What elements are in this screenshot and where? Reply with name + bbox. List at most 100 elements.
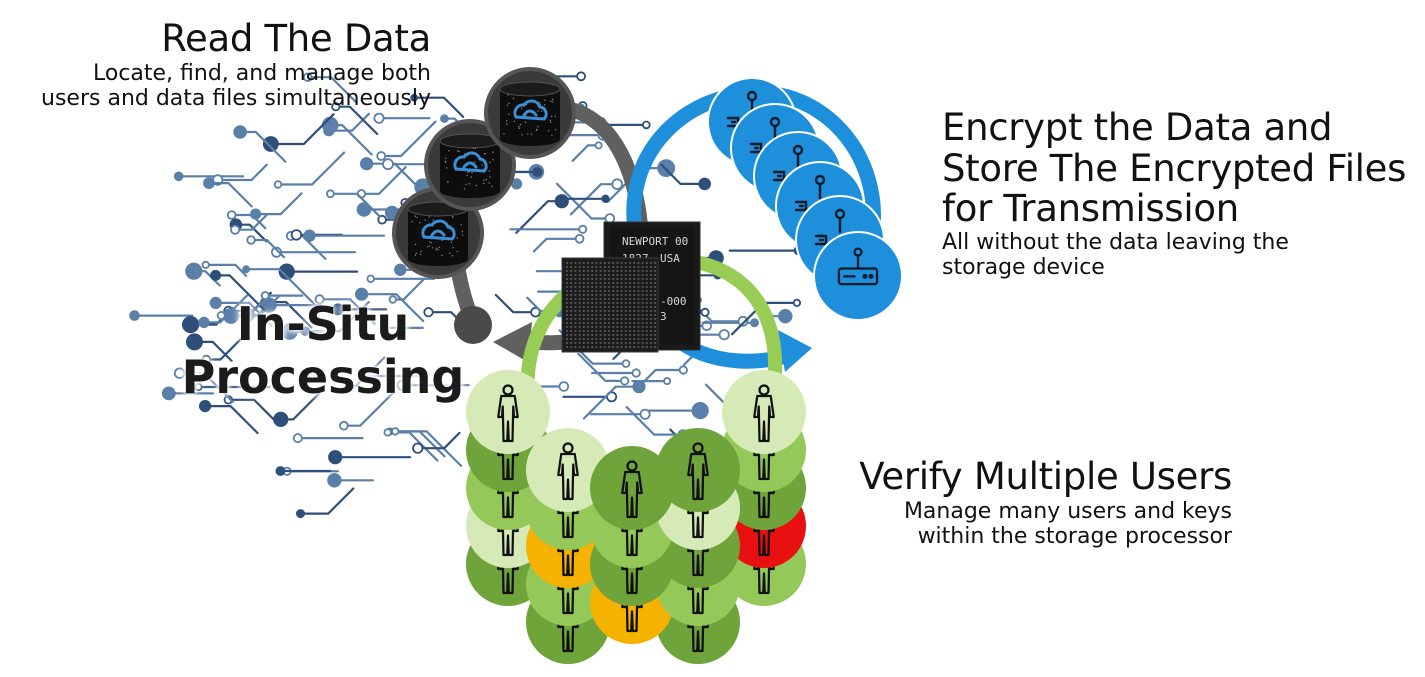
in-situ-processing-label: In-Situ Processing xyxy=(178,298,468,404)
circuit-node xyxy=(339,420,349,431)
circuit-node xyxy=(262,136,279,152)
circuit-trace xyxy=(299,487,355,515)
circuit-node xyxy=(678,365,688,375)
circuit-trace xyxy=(582,385,641,420)
person-icon xyxy=(590,446,674,530)
circuit-node xyxy=(323,124,335,137)
read-data-label: Read The Data Locate, find, and manage b… xyxy=(41,17,431,111)
circuit-node xyxy=(242,265,251,274)
circuit-trace xyxy=(555,182,611,220)
circuit-node xyxy=(173,171,184,182)
circuit-node xyxy=(639,408,651,420)
circuit-trace xyxy=(334,105,379,136)
circuit-trace xyxy=(360,293,425,323)
circuit-node xyxy=(129,310,140,321)
person-icon xyxy=(466,370,550,454)
circuit-node xyxy=(273,411,289,427)
circuit-trace xyxy=(306,76,358,104)
circuit-trace xyxy=(394,430,463,467)
encrypt-title-line2: Store The Encrypted Files xyxy=(942,146,1407,190)
circuit-node xyxy=(379,323,389,332)
user-group xyxy=(466,370,806,664)
circuit-trace xyxy=(329,192,381,218)
encrypt-desc-line2: storage device xyxy=(942,255,1105,281)
circuit-node xyxy=(532,166,543,177)
router-icon xyxy=(813,231,903,321)
circuit-node xyxy=(281,323,298,340)
processor-die xyxy=(561,257,659,353)
database-icon xyxy=(424,119,516,211)
device-group xyxy=(707,77,903,321)
circuit-node xyxy=(354,287,369,301)
circuit-node xyxy=(574,234,585,244)
circuit-node xyxy=(377,214,387,225)
circuit-node xyxy=(578,224,588,234)
circuit-node xyxy=(373,112,385,124)
circuit-node xyxy=(250,208,262,220)
circuit-node xyxy=(410,93,419,102)
circuit-trace xyxy=(342,391,395,427)
circuit-node xyxy=(295,509,305,519)
circuit-trace xyxy=(276,151,346,186)
circuit-node xyxy=(558,381,570,392)
encrypt-title-line3: for Transmission xyxy=(942,187,1239,231)
circuit-trace xyxy=(220,297,267,317)
circuit-trace xyxy=(571,144,600,162)
person-icon xyxy=(526,428,610,512)
circuit-trace xyxy=(214,301,273,327)
circuit-trace xyxy=(515,200,563,234)
circuit-node xyxy=(792,298,802,307)
circuit-node xyxy=(601,194,610,203)
circuit-node xyxy=(632,380,646,394)
circuit-trace xyxy=(494,293,537,314)
chip-label-line1: NEWPORT 00 xyxy=(622,235,688,248)
circuit-node xyxy=(366,274,375,283)
circuit-node xyxy=(302,72,313,82)
circuit-node xyxy=(530,306,541,318)
circuit-node xyxy=(303,229,316,242)
circuit-node xyxy=(325,189,335,199)
circuit-node xyxy=(230,224,241,235)
circuit-node xyxy=(216,310,226,320)
circuit-node xyxy=(341,382,350,391)
circuit-trace xyxy=(532,237,581,253)
circuit-trace xyxy=(227,398,280,426)
circuit-trace xyxy=(360,166,407,195)
circuit-node xyxy=(314,294,325,305)
circuit-node xyxy=(270,246,282,258)
circuit-node xyxy=(328,450,343,465)
verify-desc-line2: within the storage processor xyxy=(917,523,1232,549)
circuit-node xyxy=(388,295,397,304)
circuit-node xyxy=(576,71,586,82)
database-icon xyxy=(484,67,576,159)
circuit-node xyxy=(332,303,345,316)
circuit-node xyxy=(210,269,222,281)
cloud-logo-icon xyxy=(421,219,456,241)
read-data-title: Read The Data xyxy=(161,17,431,60)
circuit-node xyxy=(356,202,372,217)
chip-label-line3: -000 xyxy=(660,295,687,308)
circuit-trace xyxy=(660,163,706,185)
circuit-trace xyxy=(577,352,626,382)
circuit-node xyxy=(631,368,641,378)
circuit-node xyxy=(641,120,651,130)
circuit-node xyxy=(331,102,341,112)
circuit-node xyxy=(327,473,342,488)
in-situ-line1: In-Situ xyxy=(236,297,410,351)
circuit-node xyxy=(396,379,408,391)
circuit-trace xyxy=(239,130,287,163)
read-data-desc-line2: users and data files simultaneously xyxy=(41,85,431,111)
circuit-node xyxy=(198,316,210,329)
circuit-node xyxy=(750,318,760,328)
circuit-node xyxy=(394,263,407,277)
circuit-node xyxy=(620,376,630,386)
circuit-trace xyxy=(416,431,461,450)
circuit-node xyxy=(594,141,603,150)
circuit-trace xyxy=(245,268,316,305)
circuit-node xyxy=(290,229,303,241)
processor-chip-icon: NEWPORT 00 1827 USA -000 3 xyxy=(561,221,701,353)
circuit-node xyxy=(700,307,710,317)
circuit-node xyxy=(376,151,387,161)
verify-desc-line1: Manage many users and keys xyxy=(903,498,1232,524)
